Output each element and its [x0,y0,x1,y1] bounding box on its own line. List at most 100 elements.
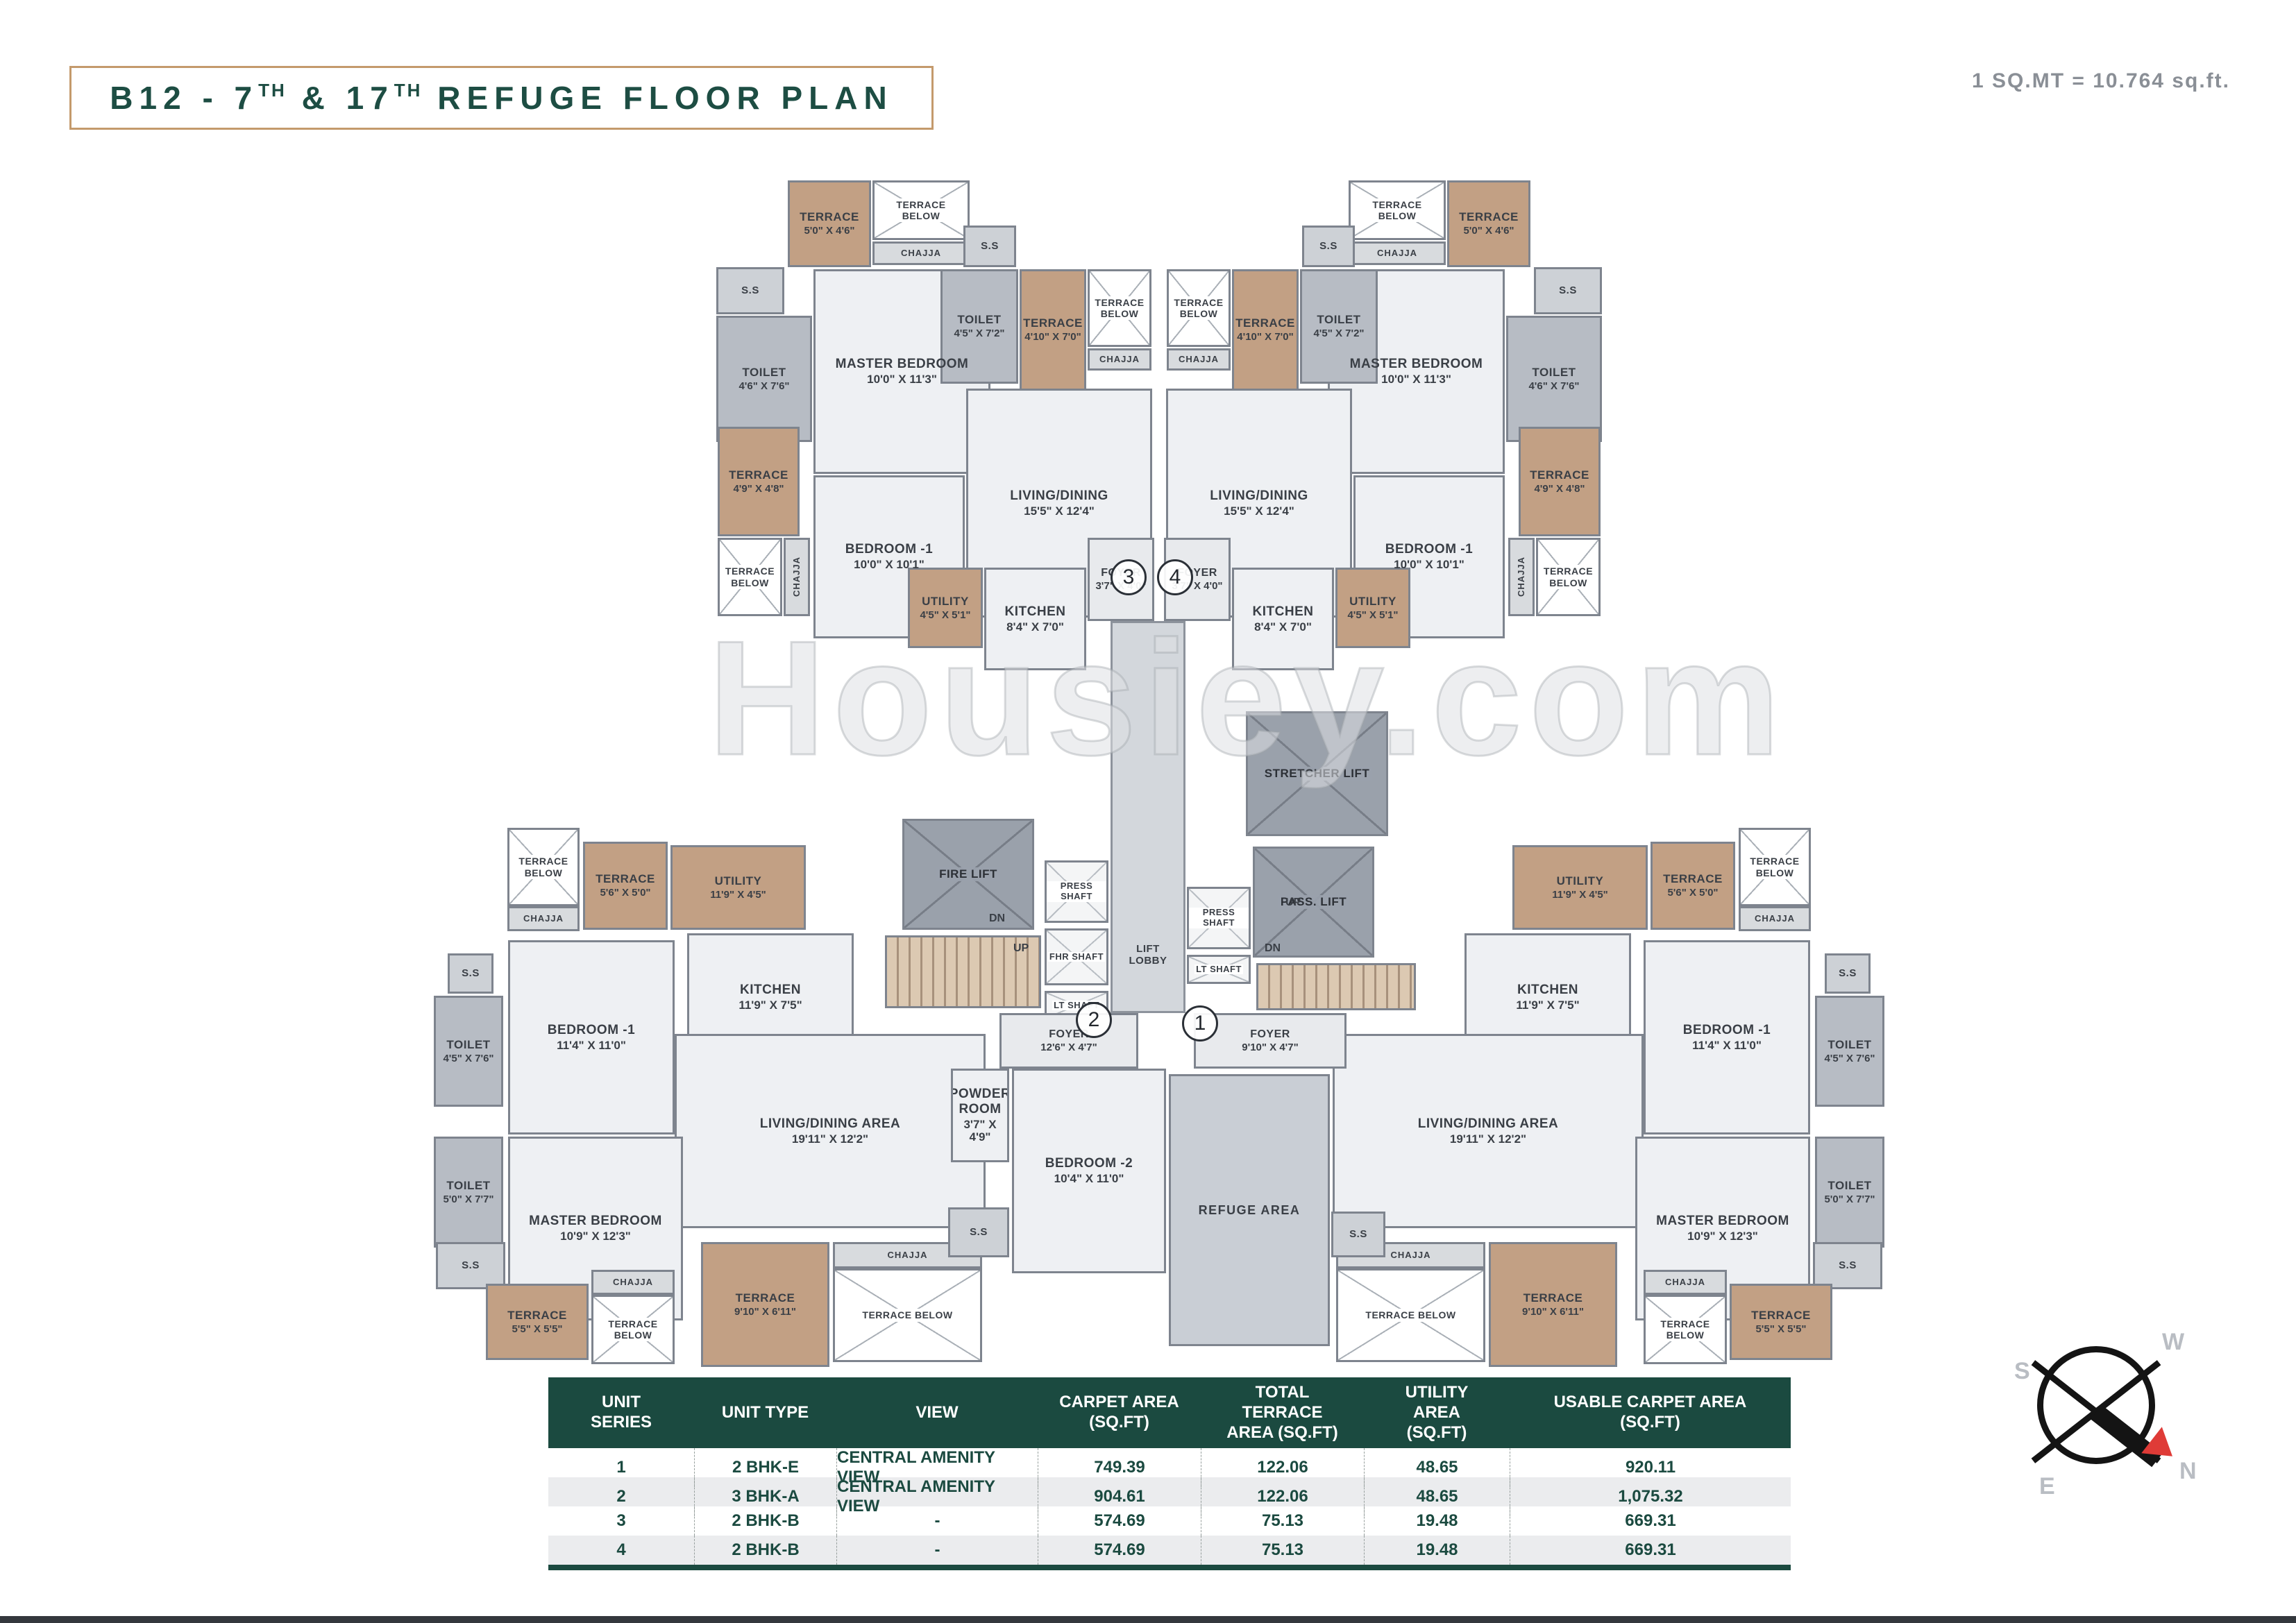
room-dimensions: 10'9" X 12'3" [1687,1230,1758,1243]
table-cell: 574.69 [1038,1506,1201,1536]
table-cell: 122.06 [1201,1448,1364,1488]
room-label: S.S [1349,1228,1367,1241]
room-refuge-area: REFUGE AREA [1169,1074,1330,1346]
room-label: CHAJJA [1515,556,1526,597]
stair-direction-label-up: UP [1013,942,1029,954]
room-label: UTILITY [922,594,969,608]
room-label: LT SHAFT [1195,963,1243,975]
room-dimensions: 15'5" X 12'4" [1024,504,1095,518]
table-header-view: VIEW [915,1402,959,1422]
room-label: TERRACE BELOW [720,565,780,589]
room-pass-lift: PASS. LIFT [1253,847,1374,958]
room-label: LIVING/DINING AREA [759,1116,901,1131]
room-label: PRESS SHAFT [1047,881,1106,902]
room-label: TERRACE BELOW [1351,198,1444,223]
room-label: CHAJJA [900,247,941,258]
room-label: S.S [462,967,480,980]
room-label: CHAJJA [612,1276,653,1287]
room-label: CHAJJA [1390,1249,1431,1260]
room-label: TERRACE [507,1308,567,1322]
room-label: PASS. LIFT [1277,895,1350,909]
room-s-s: S.S [963,226,1016,267]
room-label: MASTER BEDROOM [1656,1214,1789,1229]
room-dimensions: 4'6" X 7'6" [738,380,790,392]
unit-number-4: 4 [1157,559,1193,595]
title-text: & 17 [286,80,394,116]
room-label: TERRACE [735,1291,795,1305]
room-label: TERRACE [596,872,655,886]
table-cell: 749.39 [1038,1448,1201,1488]
room-label: LIFT LOBBY [1129,942,1167,967]
room-terrace-below: TERRACE BELOW [1349,180,1446,240]
table-cell: 122.06 [1201,1477,1364,1517]
room-s-s: S.S [716,267,784,314]
room-label: S.S [1559,284,1577,297]
table-cell: 2 BHK-E [694,1448,836,1488]
room-s-s: S.S [436,1242,505,1289]
table-cell: 904.61 [1038,1477,1201,1517]
room-dimensions: 11'9" X 7'5" [1516,999,1580,1012]
room-label: CHAJJA [1376,247,1417,258]
room-chajja: CHAJJA [1167,348,1231,371]
room-terrace-below: TERRACE BELOW [507,828,580,906]
room-label: UTILITY [1556,874,1604,887]
room-label: TOILET [742,365,786,379]
table-cell: 920.11 [1510,1448,1791,1488]
room-label: TERRACE [1523,1291,1583,1305]
room-chajja: CHAJJA [1739,906,1811,931]
room-chajja: CHAJJA [784,538,810,616]
room-s-s: S.S [1302,226,1355,267]
room-dimensions: 11'9" X 7'5" [738,999,802,1012]
room-label: TERRACE BELOW [593,1317,673,1342]
room-dimensions: 4'5" X 7'6" [443,1052,494,1064]
unit-number-3: 3 [1111,559,1147,595]
room-dimensions: 4'10" X 7'0" [1024,331,1081,343]
room-s-s: S.S [1813,1242,1882,1289]
room-label: CHAJJA [1754,912,1795,924]
room-dimensions: 4'5" X 7'6" [1824,1052,1875,1064]
room-dimensions: 4'10" X 7'0" [1237,331,1294,343]
room-terrace-below: TERRACE BELOW [833,1268,982,1362]
room-dimensions: 4'6" X 7'6" [1528,380,1580,392]
room-s-s: S.S [948,1207,1009,1257]
compass-west-label: W [2162,1329,2185,1355]
room-label: S.S [1839,1259,1857,1272]
room-dimensions: 5'5" X 5'5" [1755,1323,1807,1335]
room-dimensions: 15'5" X 12'4" [1224,504,1294,518]
table-cell: 4 [616,1540,626,1560]
compass-east-label: E [2039,1473,2055,1499]
room-dimensions: 5'6" X 5'0" [600,887,651,899]
table-cell: 19.48 [1364,1506,1510,1536]
room-label: TOILET [957,313,1002,327]
room-dimensions: 10'0" X 11'3" [867,373,937,386]
room-dimensions: 10'4" X 11'0" [1054,1172,1124,1186]
table-cell: CENTRAL AMENITY VIEW [836,1448,1038,1488]
compass-south-label: S [2014,1358,2030,1384]
room-terrace-below: TERRACE BELOW [1336,1268,1485,1362]
room-dimensions: 4'5" X 7'2" [1313,328,1365,340]
table-cell: 75.13 [1201,1506,1364,1536]
room-dimensions: 5'0" X 4'6" [804,225,855,237]
room-terrace-below: TERRACE BELOW [1167,269,1231,347]
room-chajja: CHAJJA [507,906,580,931]
table-cell: 19.48 [1364,1536,1510,1565]
room-label: S.S [1319,240,1337,253]
room-label: CHAJJA [1099,353,1140,364]
room-dimensions: 4'5" X 5'1" [1347,609,1399,621]
